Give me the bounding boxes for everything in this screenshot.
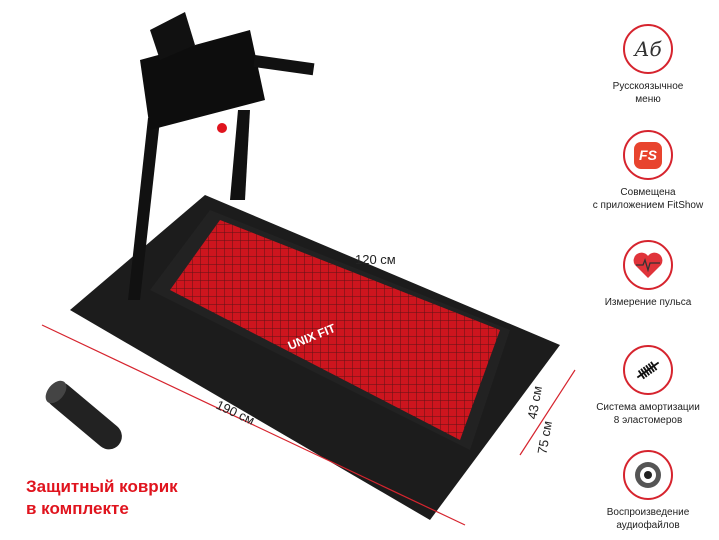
belt-grid xyxy=(170,220,500,440)
feature-label: Русскоязычное xyxy=(612,81,684,92)
feature-label: Система амортизации xyxy=(596,402,700,413)
feature-label: с приложением FitShow xyxy=(592,200,704,211)
tablet-holder xyxy=(150,12,195,60)
rolled-mat xyxy=(45,380,122,450)
fitshow-app-icon: FS xyxy=(623,130,673,180)
feature-label: Совмещена xyxy=(620,187,676,198)
upright-right xyxy=(230,110,250,200)
spring-icon xyxy=(623,345,673,395)
feature-label: меню xyxy=(635,94,661,105)
promo-line-1: Защитный коврик xyxy=(26,477,178,496)
feature-audio: Воспроизведение аудиофайлов xyxy=(573,450,719,532)
cyrillic-letters-icon: Аб xyxy=(623,24,673,74)
promo-text: Защитный коврик в комплекте xyxy=(26,476,178,520)
feature-pulse: Измерение пульса xyxy=(573,240,719,309)
belt-length-label: 120 см xyxy=(355,252,396,267)
promo-line-2: в комплекте xyxy=(26,499,129,518)
mat-width-line xyxy=(519,369,576,456)
heart-pulse-icon xyxy=(623,240,673,290)
mat-length-line xyxy=(41,324,466,526)
upright xyxy=(128,118,160,300)
feature-russian-menu: Аб Русскоязычное меню xyxy=(573,24,719,106)
feature-label: аудиофайлов xyxy=(616,520,680,531)
feature-fitshow: FS Совмещена с приложением FitShow xyxy=(573,130,719,212)
feature-label: 8 эластомеров xyxy=(613,415,683,426)
speaker-icon xyxy=(623,450,673,500)
feature-label: Воспроизведение xyxy=(606,507,690,518)
treadmill-illustration: UNIX FIT xyxy=(41,12,576,526)
feature-shock-absorption: Система амортизации 8 эластомеров xyxy=(573,345,719,427)
safety-key xyxy=(217,123,227,133)
feature-label: Измерение пульса xyxy=(604,297,692,308)
handrail xyxy=(253,55,315,76)
